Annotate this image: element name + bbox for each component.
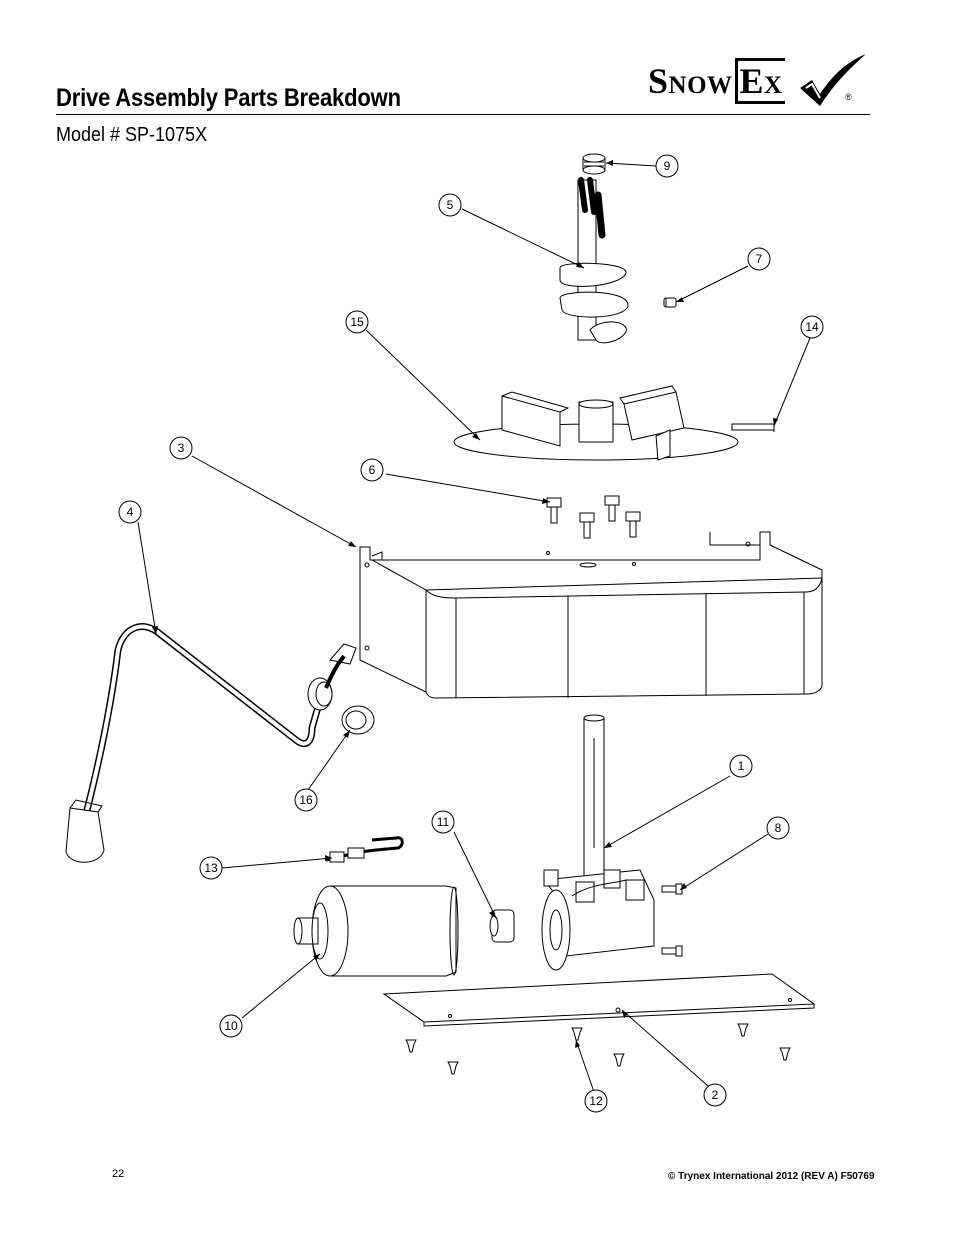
copyright-footer: © Trynex International 2012 (REV A) F507… <box>668 1171 875 1182</box>
callout-16: 16 <box>294 788 318 812</box>
callout-13: 13 <box>199 856 223 880</box>
part-14-pin <box>731 422 775 432</box>
callout-13-label: 13 <box>204 861 218 875</box>
callout-4-label: 4 <box>127 505 134 519</box>
leader-lines <box>137 162 811 1093</box>
part-6-bolts <box>546 495 641 539</box>
leader-arrowheads <box>152 160 778 1048</box>
model-number: Model # SP-1075X <box>56 124 208 146</box>
callout-7-label: 7 <box>756 252 763 266</box>
callout-8: 8 <box>766 816 790 840</box>
callout-6-label: 6 <box>369 463 376 477</box>
callout-3: 3 <box>169 436 193 460</box>
checkmark-icon <box>800 54 866 106</box>
callout-5-label: 5 <box>447 198 454 212</box>
callout-2: 2 <box>703 1083 727 1107</box>
part-13-connector <box>325 836 404 863</box>
callout-3-label: 3 <box>178 441 185 455</box>
callout-7: 7 <box>747 247 771 271</box>
part-7-bolt <box>663 297 677 308</box>
callout-14: 14 <box>800 315 824 339</box>
callout-10: 10 <box>219 1014 243 1038</box>
part-4-harness <box>65 623 357 863</box>
part-8-bolts <box>661 883 683 957</box>
part-1-gearbox <box>541 714 655 971</box>
part-5-auger <box>559 177 629 344</box>
callout-4: 4 <box>118 500 142 524</box>
callout-9-label: 9 <box>664 159 671 173</box>
callout-12-label: 12 <box>589 1094 603 1108</box>
header-divider <box>56 114 870 115</box>
callout-8-label: 8 <box>775 821 782 835</box>
callout-15-label: 15 <box>350 315 364 329</box>
part-12-screws <box>405 1023 791 1075</box>
logo-word-ex: Ex <box>734 58 785 104</box>
part-9-cap <box>582 153 606 175</box>
registered-mark: ® <box>845 92 852 102</box>
callout-1-label: 1 <box>738 759 745 773</box>
callout-16-label: 16 <box>299 793 313 807</box>
part-2-cover-plate <box>382 973 816 1027</box>
callout-12: 12 <box>584 1089 608 1113</box>
callout-14-label: 14 <box>805 320 819 334</box>
page-title: Drive Assembly Parts Breakdown <box>56 84 401 112</box>
callout-11-label: 11 <box>437 815 450 829</box>
page-number: 22 <box>112 1168 125 1180</box>
parts-diagram: 9 5 7 15 14 3 6 4 1 16 11 8 13 10 2 12 <box>65 153 824 1113</box>
callout-10-label: 10 <box>224 1019 238 1033</box>
callout-2-label: 2 <box>712 1088 719 1102</box>
callout-5: 5 <box>438 193 462 217</box>
callout-15: 15 <box>345 310 369 334</box>
part-3-housing <box>359 531 823 699</box>
callout-6: 6 <box>360 458 384 482</box>
part-11-coupler <box>489 909 515 943</box>
logo-word-main: Snow <box>648 61 733 101</box>
callout-9: 9 <box>655 154 679 178</box>
part-10-motor <box>293 885 459 977</box>
part-15-spinner <box>453 385 739 461</box>
callout-1: 1 <box>729 754 753 778</box>
callout-11: 11 <box>431 810 455 834</box>
part-16-grommet <box>341 705 375 735</box>
